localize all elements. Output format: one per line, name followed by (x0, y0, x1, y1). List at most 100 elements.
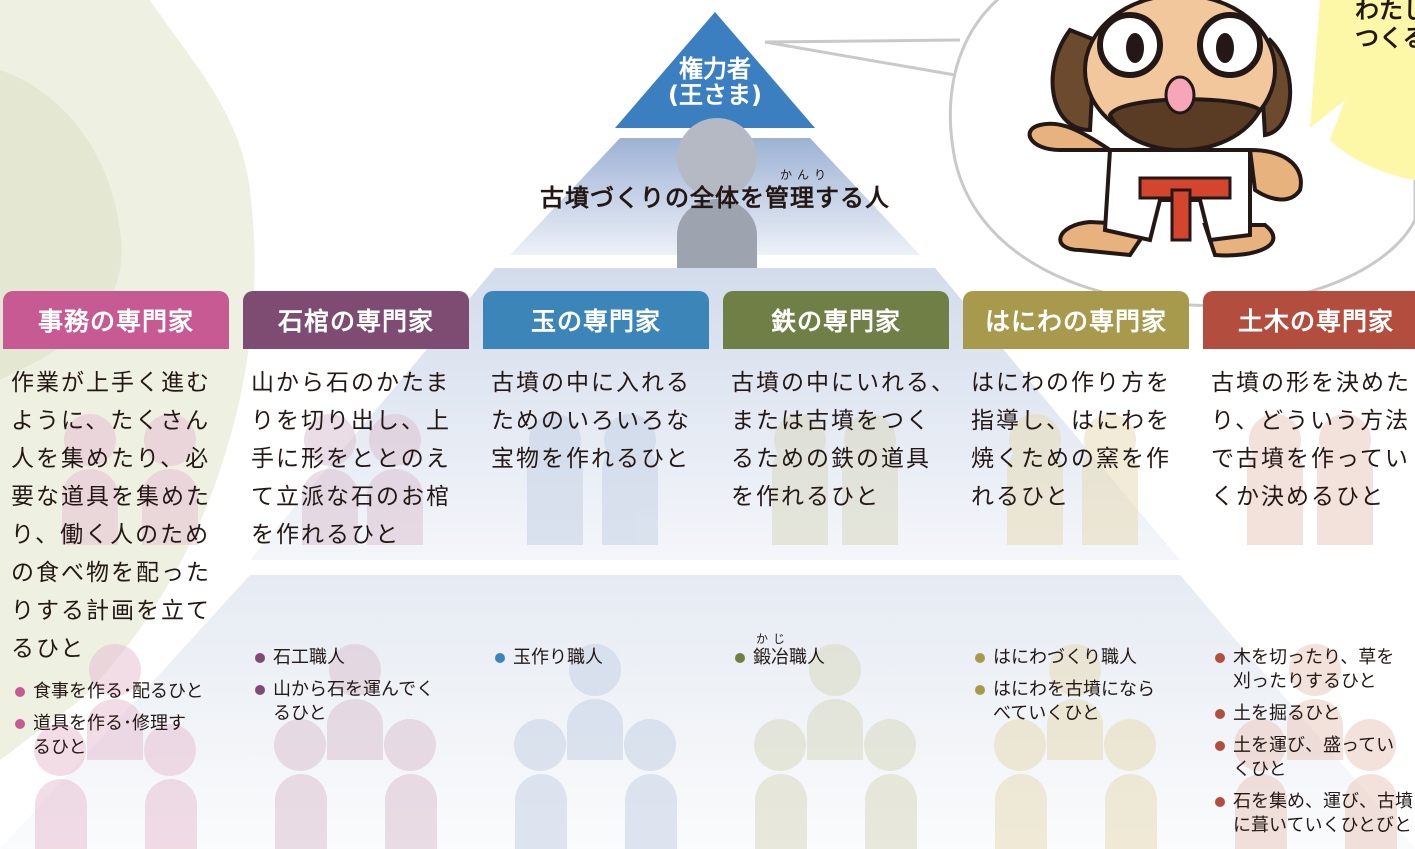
worker-item-line: くひと (1233, 759, 1287, 780)
worker-list-col-3: 玉作り職人 (493, 646, 603, 678)
worker-item: 食事を作る･配るひと (13, 680, 203, 704)
worker-item-line: 刈ったりするひと (1233, 671, 1377, 692)
bullet-dot-icon (975, 685, 985, 695)
ruler-label: 権力者 (王さま) (640, 56, 790, 108)
worker-list-col-1: 食事を作る･配るひと道具を作る･修理するひと (13, 680, 203, 768)
speech-line-1: わたし (1355, 0, 1415, 24)
description-line: 人を集めたり、必 (11, 446, 211, 472)
description-line: 指導し、はにわを (971, 408, 1171, 434)
bullet-dot-icon (975, 653, 985, 663)
worker-item: 石工職人 (253, 646, 434, 670)
manager-label: 古墳づくりの全体を管理する人 (540, 184, 890, 212)
description-line: で古墳を作ってい (1211, 446, 1410, 472)
bullet-dot-icon (255, 685, 265, 695)
bullet-dot-icon (495, 653, 505, 663)
worker-item: 土を掘るひと (1213, 702, 1413, 726)
description-line: るための鉄の道具 (731, 446, 931, 472)
pyramid-apex (615, 12, 815, 128)
ruler-label-line1: 権力者 (679, 55, 751, 83)
worker-item: 土を運び、盛っていくひと (1213, 734, 1413, 782)
worker-item-line: 土を掘るひと (1233, 703, 1341, 724)
worker-item: 道具を作る･修理するひと (13, 712, 203, 760)
character-illustration (1027, 0, 1303, 258)
bullet-dot-icon (1215, 741, 1225, 751)
worker-item: 石を集め、運び、古墳に葺いていくひとびと (1213, 790, 1413, 838)
description-line: 宝物を作れるひと (491, 446, 691, 472)
description-line: 古墳の形を決めた (1211, 370, 1411, 396)
description-col-5: はにわの作り方を指導し、はにわを焼くための窯を作れるひと (971, 364, 1171, 516)
kaji-ruby: かじ (756, 632, 791, 646)
worker-item: はにわを古墳にならべていくひと (973, 678, 1155, 726)
description-line: 古墳の中にいれる、 (731, 370, 956, 396)
description-line: り、どういう方法 (1211, 408, 1411, 434)
speech-line-2: つくる (1355, 24, 1415, 52)
description-col-2: 山から石のかたまりを切り出し、上手に形をととのえて立派な石のお棺を作れるひと (251, 364, 451, 554)
description-line: るひと (11, 636, 86, 662)
worker-item-line: 石を集め、運び、古墳 (1233, 791, 1413, 812)
description-line: 焼くための窯を作 (971, 446, 1171, 472)
description-line: れるひと (971, 484, 1071, 510)
bullet-dot-icon (735, 653, 745, 663)
header-col-3: 玉の専門家 (483, 291, 709, 349)
worker-item: はにわづくり職人 (973, 646, 1155, 670)
description-line: の食べ物を配った (11, 560, 211, 586)
description-line: ためのいろいろな (491, 408, 691, 434)
worker-item: 木を切ったり、草を刈ったりするひと (1213, 646, 1413, 694)
description-line: はにわの作り方を (971, 370, 1171, 396)
description-col-3: 古墳の中に入れるためのいろいろな宝物を作れるひと (491, 364, 691, 478)
description-line: りする計画を立て (11, 598, 211, 624)
worker-item-line: 道具を作る･修理す (33, 713, 186, 734)
worker-item-line: 鍛冶職人 (753, 647, 825, 668)
worker-item-line: べていくひと (993, 703, 1100, 724)
worker-item-line: はにわづくり職人 (993, 647, 1137, 668)
description-line: りを切り出し、上 (251, 408, 451, 434)
worker-item-line: はにわを古墳になら (993, 679, 1155, 700)
header-col-4: 鉄の専門家 (723, 291, 949, 349)
worker-item-line: に葺いていくひとびと (1233, 815, 1412, 836)
bullet-dot-icon (15, 687, 25, 697)
worker-item: 鍛冶職人 (733, 646, 825, 670)
worker-item-line: 木を切ったり、草を (1233, 647, 1395, 668)
description-line: 作業が上手く進む (11, 370, 211, 396)
bullet-dot-icon (255, 653, 265, 663)
description-col-6: 古墳の形を決めたり、どういう方法で古墳を作っていくか決めるひと (1211, 364, 1411, 516)
description-line: くか決めるひと (1211, 484, 1386, 510)
description-line: 山から石のかたま (251, 370, 451, 396)
description-line: 要な道具を集めた (11, 484, 211, 510)
description-line: ように、たくさん (11, 408, 211, 434)
bullet-dot-icon (1215, 797, 1225, 807)
description-line: 手に形をととのえ (251, 446, 451, 472)
header-col-5: はにわの専門家 (963, 291, 1189, 349)
worker-list-col-6: 木を切ったり、草を刈ったりするひと土を掘るひと土を運び、盛っていくひと石を集め、… (1213, 646, 1413, 846)
worker-item-line: 玉作り職人 (513, 647, 603, 668)
description-line: を作れるひと (731, 484, 881, 510)
header-col-2: 石棺の専門家 (243, 291, 469, 349)
bullet-dot-icon (1215, 653, 1225, 663)
worker-item: 玉作り職人 (493, 646, 603, 670)
worker-list-col-5: はにわづくり職人はにわを古墳にならべていくひと (973, 646, 1155, 734)
worker-item-line: 食事を作る･配るひと (33, 681, 204, 702)
ruler-label-line2: (王さま) (668, 81, 762, 109)
worker-item-line: 山から石を運んでく (273, 679, 435, 700)
worker-item: 山から石を運んでくるひと (253, 678, 434, 726)
description-line: て立派な石のお棺 (251, 484, 451, 510)
bullet-dot-icon (15, 719, 25, 729)
description-col-1: 作業が上手く進むように、たくさん人を集めたり、必要な道具を集めたり、働く人のため… (11, 364, 211, 668)
worker-list-col-2: 石工職人山から石を運んでくるひと (253, 646, 434, 734)
description-line: 古墳の中に入れる (491, 370, 691, 396)
bullet-dot-icon (1215, 709, 1225, 719)
manager-ruby: かんり (780, 168, 832, 182)
worker-item-line: るひと (273, 703, 327, 724)
description-line: または古墳をつく (731, 408, 931, 434)
worker-item-line: 土を運び、盛ってい (1233, 735, 1395, 756)
speech-bubble-text: わたし つくる (1355, 0, 1415, 52)
header-col-6: 土木の専門家 (1203, 291, 1415, 349)
worker-item-line: 石工職人 (273, 647, 345, 668)
description-col-4: 古墳の中にいれる、または古墳をつくるための鉄の道具を作れるひと (731, 364, 956, 516)
header-col-1: 事務の専門家 (3, 291, 229, 349)
worker-list-col-4: 鍛冶職人 (733, 646, 825, 678)
description-line: を作れるひと (251, 522, 401, 548)
pyramid-tier-4 (0, 575, 1415, 849)
worker-item-line: るひと (33, 737, 87, 758)
